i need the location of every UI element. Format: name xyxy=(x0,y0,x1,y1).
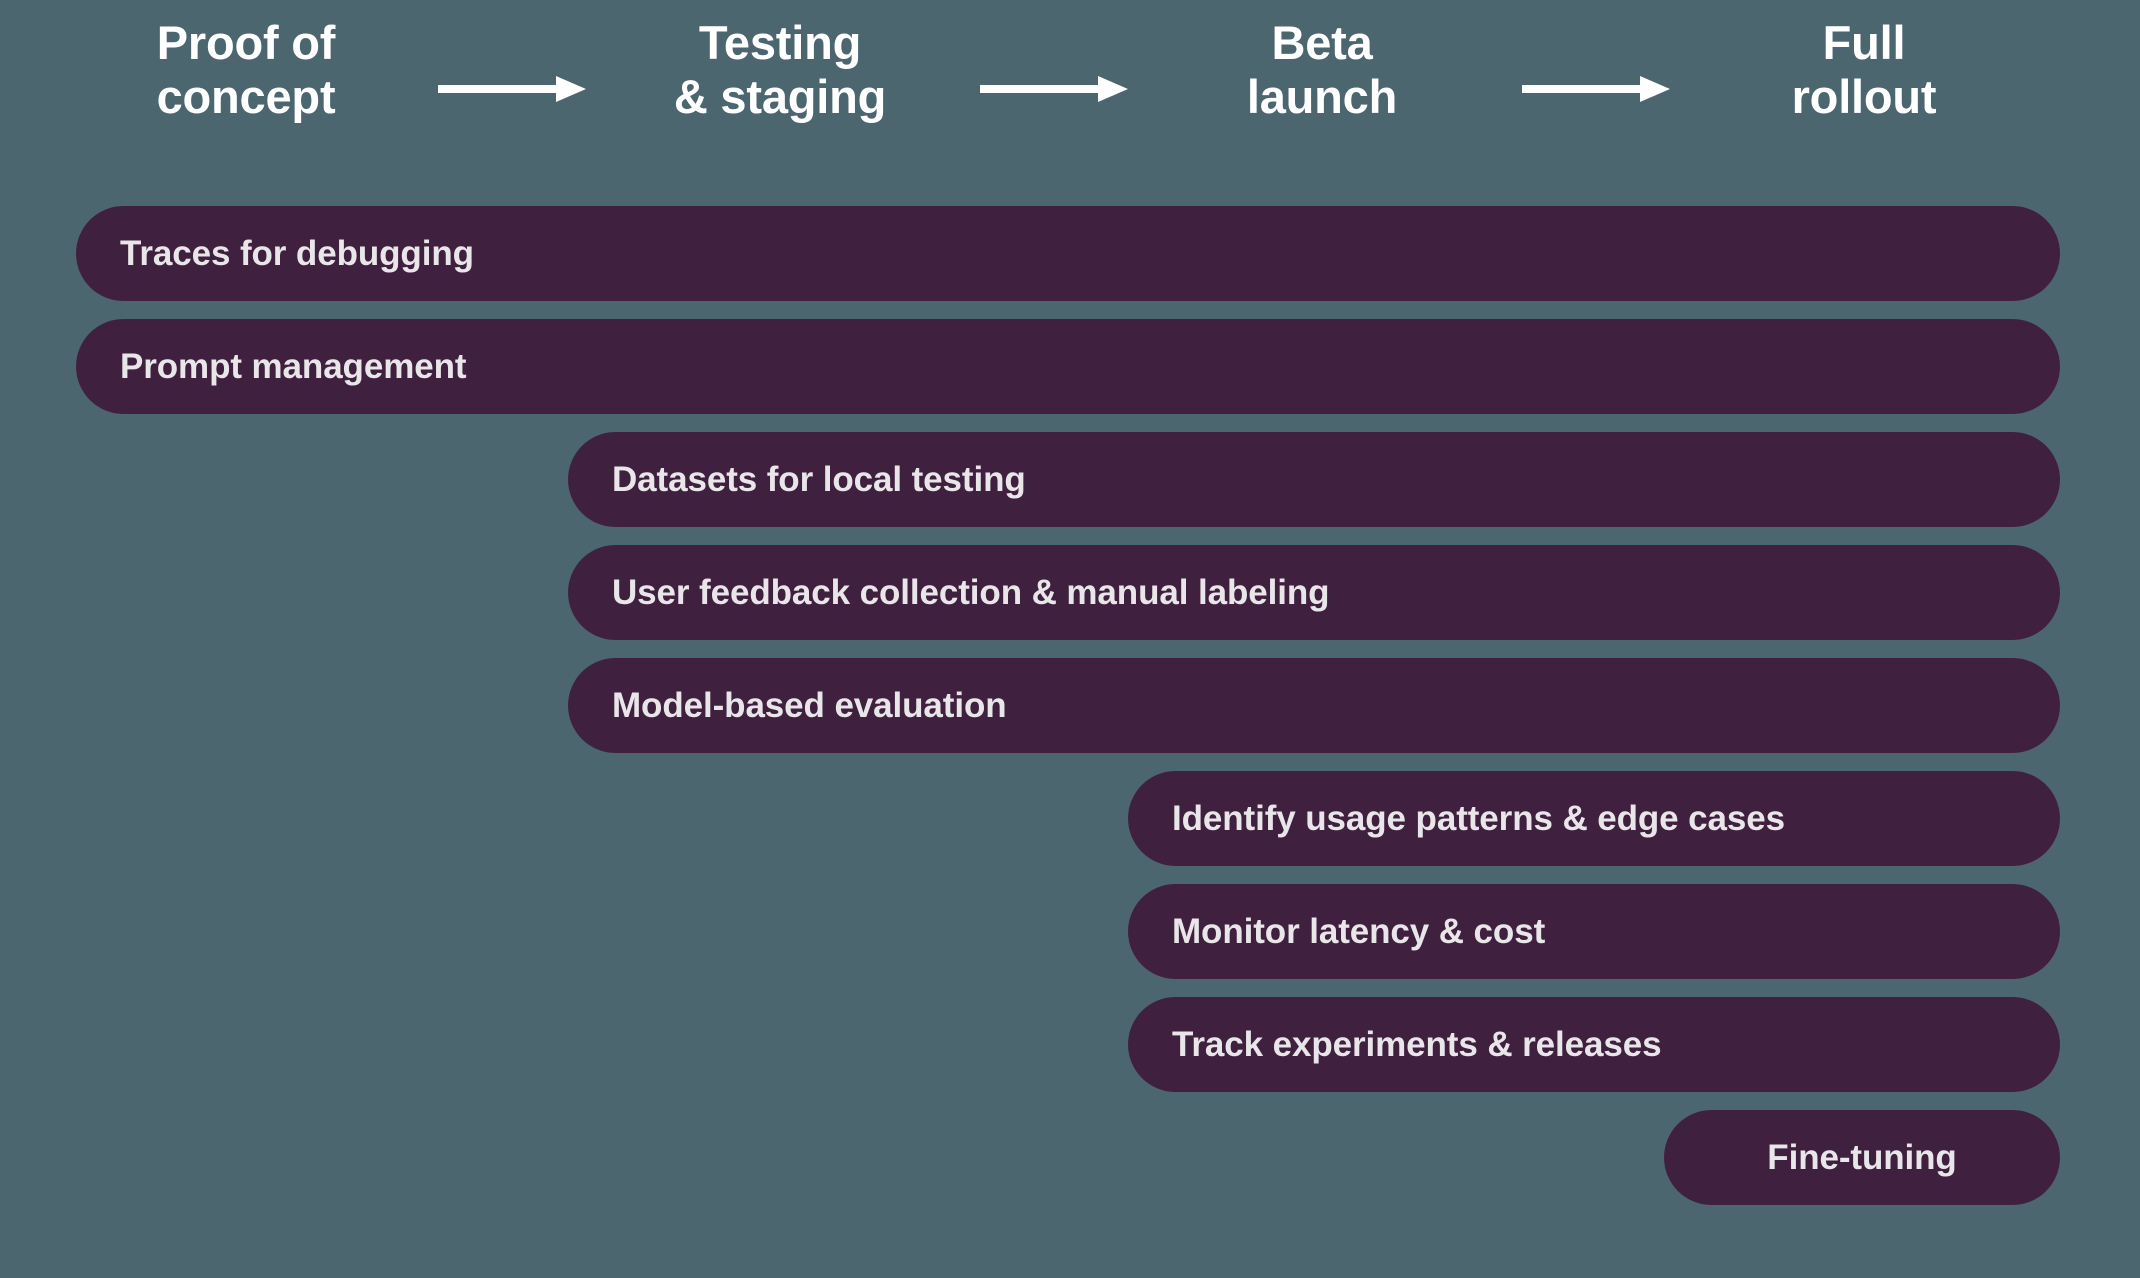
capability-pill[interactable]: User feedback collection & manual labeli… xyxy=(568,545,2060,640)
capability-pill[interactable]: Datasets for local testing xyxy=(568,432,2060,527)
capability-pill[interactable]: Model-based evaluation xyxy=(568,658,2060,753)
stage-label-beta-launch: Beta launch xyxy=(1246,16,1398,123)
capability-pill-label: Track experiments & releases xyxy=(1172,1024,1662,1064)
capability-pill-label: Datasets for local testing xyxy=(612,459,1026,499)
arrow-right-icon xyxy=(438,72,586,106)
stage-header: Proof of concept Testing & staging Beta … xyxy=(0,0,2140,185)
capability-pill[interactable]: Monitor latency & cost xyxy=(1128,884,2060,979)
capability-pill-label: User feedback collection & manual labeli… xyxy=(612,572,1330,612)
capability-pill-label: Monitor latency & cost xyxy=(1172,911,1546,951)
capability-pill[interactable]: Identify usage patterns & edge cases xyxy=(1128,771,2060,866)
arrow-right-icon xyxy=(1522,72,1670,106)
capability-pill-label: Identify usage patterns & edge cases xyxy=(1172,798,1786,838)
stage-label-testing-and-staging: Testing & staging xyxy=(673,16,887,123)
capability-pill[interactable]: Traces for debugging xyxy=(76,206,2060,301)
capability-pill-label: Traces for debugging xyxy=(120,233,474,273)
arrow-right-icon xyxy=(980,72,1128,106)
stage-label-proof-of-concept: Proof of concept xyxy=(156,16,336,123)
capability-pill-label: Prompt management xyxy=(120,346,467,386)
stage-label-full-rollout: Full rollout xyxy=(1791,16,1937,123)
capability-pill[interactable]: Track experiments & releases xyxy=(1128,997,2060,1092)
capability-pill[interactable]: Prompt management xyxy=(76,319,2060,414)
capability-pill[interactable]: Fine-tuning xyxy=(1664,1110,2060,1205)
capability-pill-label: Fine-tuning xyxy=(1767,1137,1957,1177)
capability-pill-label: Model-based evaluation xyxy=(612,685,1007,725)
